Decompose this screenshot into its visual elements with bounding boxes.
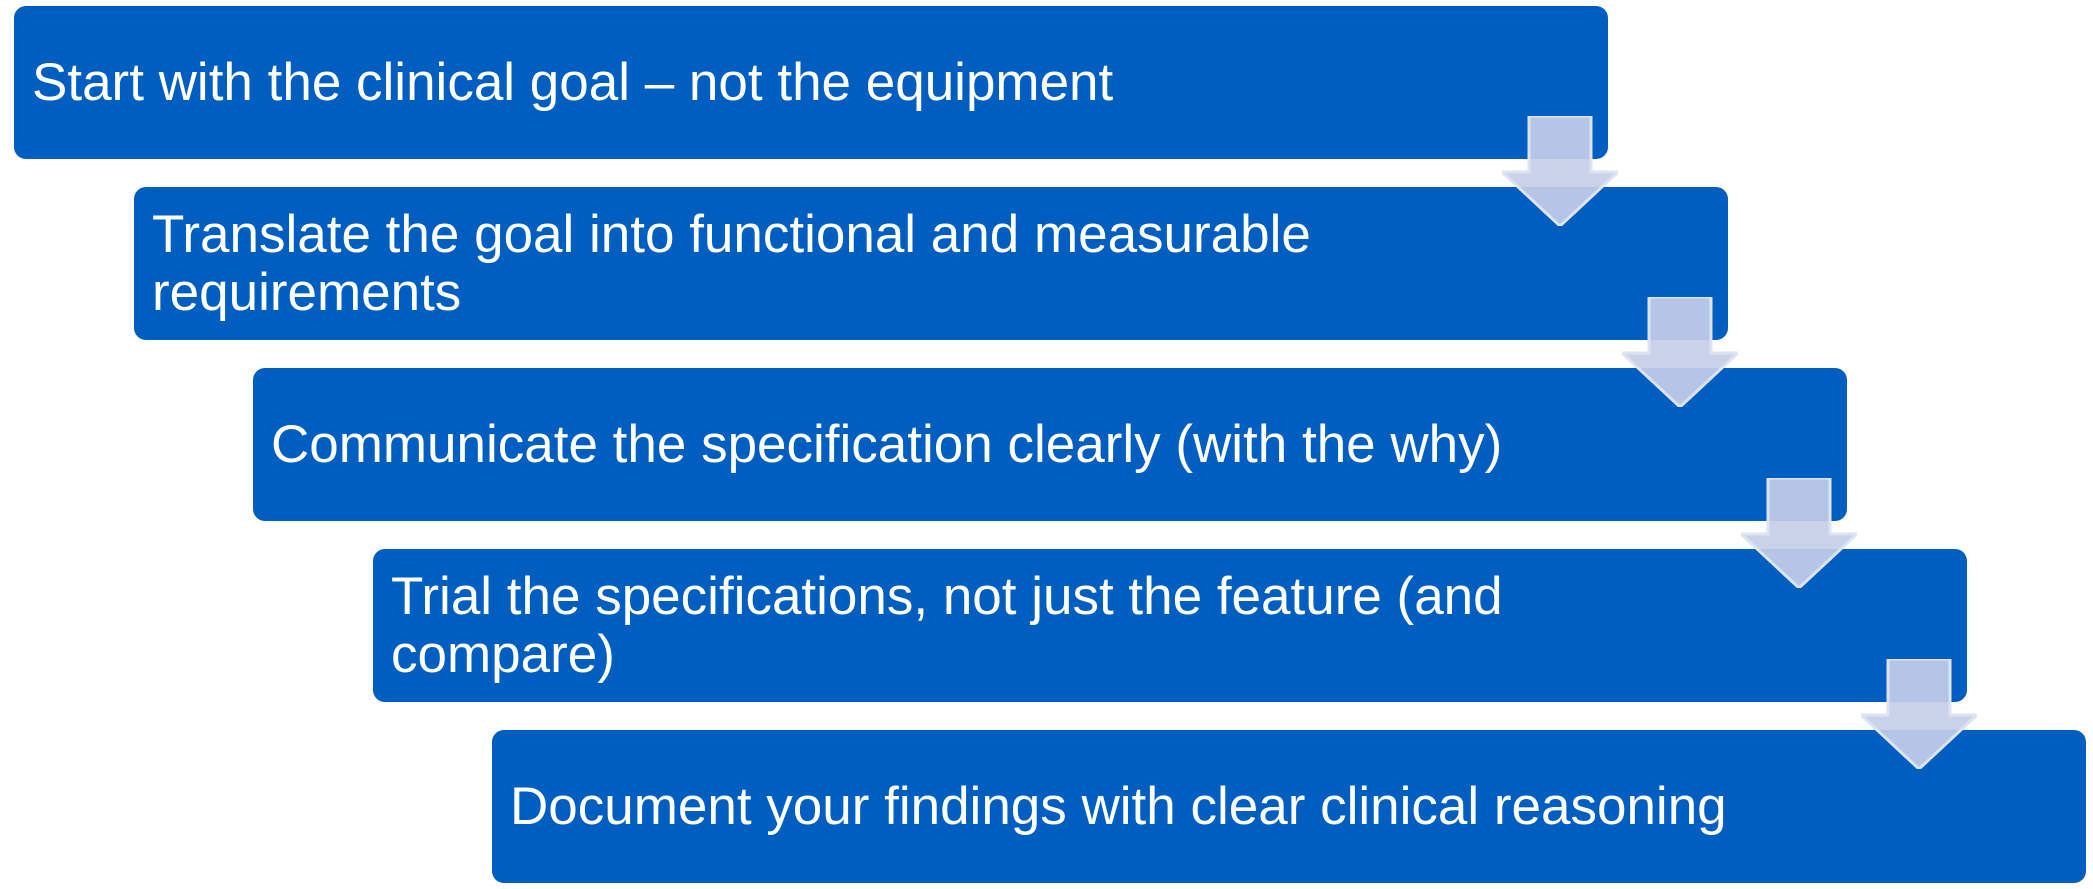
process-step-4-label: Trial the specifications, not just the f… <box>391 566 1503 684</box>
process-step-4: Trial the specifications, not just the f… <box>373 549 1967 702</box>
process-step-2: Translate the goal into functional and m… <box>134 187 1728 340</box>
process-step-5: Document your findings with clear clinic… <box>492 730 2086 883</box>
process-step-3: Communicate the specification clearly (w… <box>253 368 1847 521</box>
process-step-3-label: Communicate the specification clearly (w… <box>271 414 1503 474</box>
process-step-1: Start with the clinical goal – not the e… <box>14 6 1608 159</box>
arrow-down-icon <box>1502 116 1618 226</box>
arrow-down-icon <box>1861 659 1977 769</box>
arrow-down-icon <box>1622 297 1738 407</box>
process-step-5-label: Document your findings with clear clinic… <box>510 776 1727 836</box>
arrow-down-icon <box>1741 478 1857 588</box>
process-step-1-label: Start with the clinical goal – not the e… <box>32 52 1114 112</box>
process-step-2-label: Translate the goal into functional and m… <box>152 204 1311 322</box>
